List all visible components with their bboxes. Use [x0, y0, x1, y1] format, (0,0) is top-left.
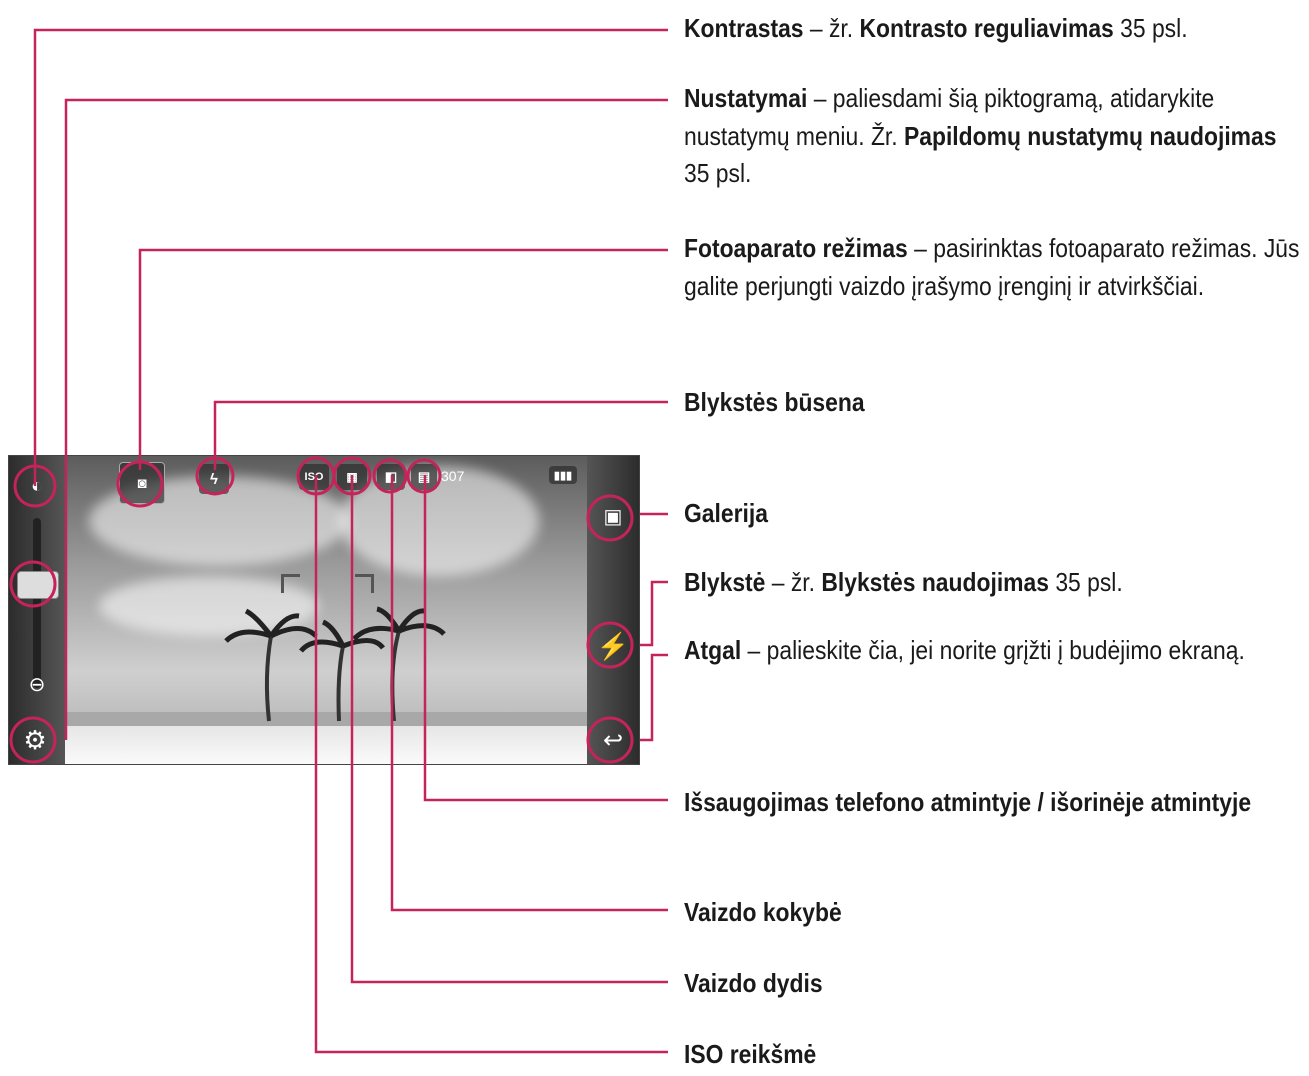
callout-iso: ISO reikšmė — [684, 1039, 817, 1069]
back-icon[interactable]: ↩ — [602, 726, 624, 754]
battery-icon: ▮▮▮ — [549, 466, 577, 484]
highlight-back — [586, 716, 634, 764]
left-control-bar: ◐ ⊖ ⚙ — [9, 456, 65, 764]
leader-atgal — [640, 653, 668, 742]
callout-rezimas: Fotoaparato režimas – pasirinktas fotoap… — [684, 233, 1300, 301]
highlight-size — [332, 456, 372, 496]
sea — [9, 712, 639, 726]
highlight-storage — [406, 458, 442, 494]
gallery-icon[interactable]: ▣ — [603, 505, 623, 528]
highlight-quality — [372, 458, 408, 494]
focus-bracket — [281, 574, 300, 593]
leader-kokybe — [390, 475, 668, 912]
callout-kontrastas: Kontrastas – žr. Kontrasto reguliavimas … — [684, 13, 1188, 43]
highlight-flash — [586, 621, 634, 669]
callout-kokybe: Vaizdo kokybė — [684, 897, 842, 927]
callout-issaugojimas: Išsaugojimas telefono atmintyje / išorin… — [684, 787, 1252, 817]
flash-icon[interactable]: ⚡ — [596, 630, 630, 661]
leader-issaugojimas — [423, 475, 668, 802]
contrast-slider[interactable] — [33, 518, 41, 688]
leader-blykstes-busena — [213, 400, 668, 470]
highlight-gallery — [586, 494, 634, 542]
leader-kontrastas — [33, 28, 668, 486]
highlight-contrast — [13, 464, 57, 508]
leader-dydis — [350, 475, 668, 984]
highlight-flash-status — [195, 456, 235, 496]
leader-nustatymai — [64, 98, 668, 740]
camera-viewfinder: ◐ ⊖ ⚙ ◙ ϟ ISO ▦ ◧ ▤ 307 ▮▮▮ ▣ ⚡ ↩ — [8, 455, 640, 765]
highlight-settings — [9, 716, 57, 764]
iso-icon: ISO — [299, 464, 329, 490]
highlight-slider — [9, 560, 57, 608]
callout-galerija: Galerija — [684, 498, 768, 528]
leader-rezimas — [138, 248, 668, 470]
highlight-mode — [116, 460, 164, 508]
callout-nustatymai: Nustatymai – paliesdami šią piktogramą, … — [684, 83, 1277, 189]
callout-dydis: Vaizdo dydis — [684, 968, 823, 998]
leader-iso — [314, 475, 668, 1054]
leader-blykste — [640, 580, 668, 647]
beach — [9, 726, 639, 764]
shots-remaining: 307 — [441, 468, 465, 484]
gear-icon[interactable]: ⚙ — [23, 724, 47, 755]
callout-atgal: Atgal – palieskite čia, jei norite grįžt… — [684, 635, 1245, 665]
focus-bracket — [355, 574, 374, 593]
callout-blykstes-busena: Blykstės būsena — [684, 387, 865, 417]
minus-icon: ⊖ — [28, 673, 46, 696]
callout-blykste: Blykstė – žr. Blykstės naudojimas 35 psl… — [684, 567, 1123, 597]
